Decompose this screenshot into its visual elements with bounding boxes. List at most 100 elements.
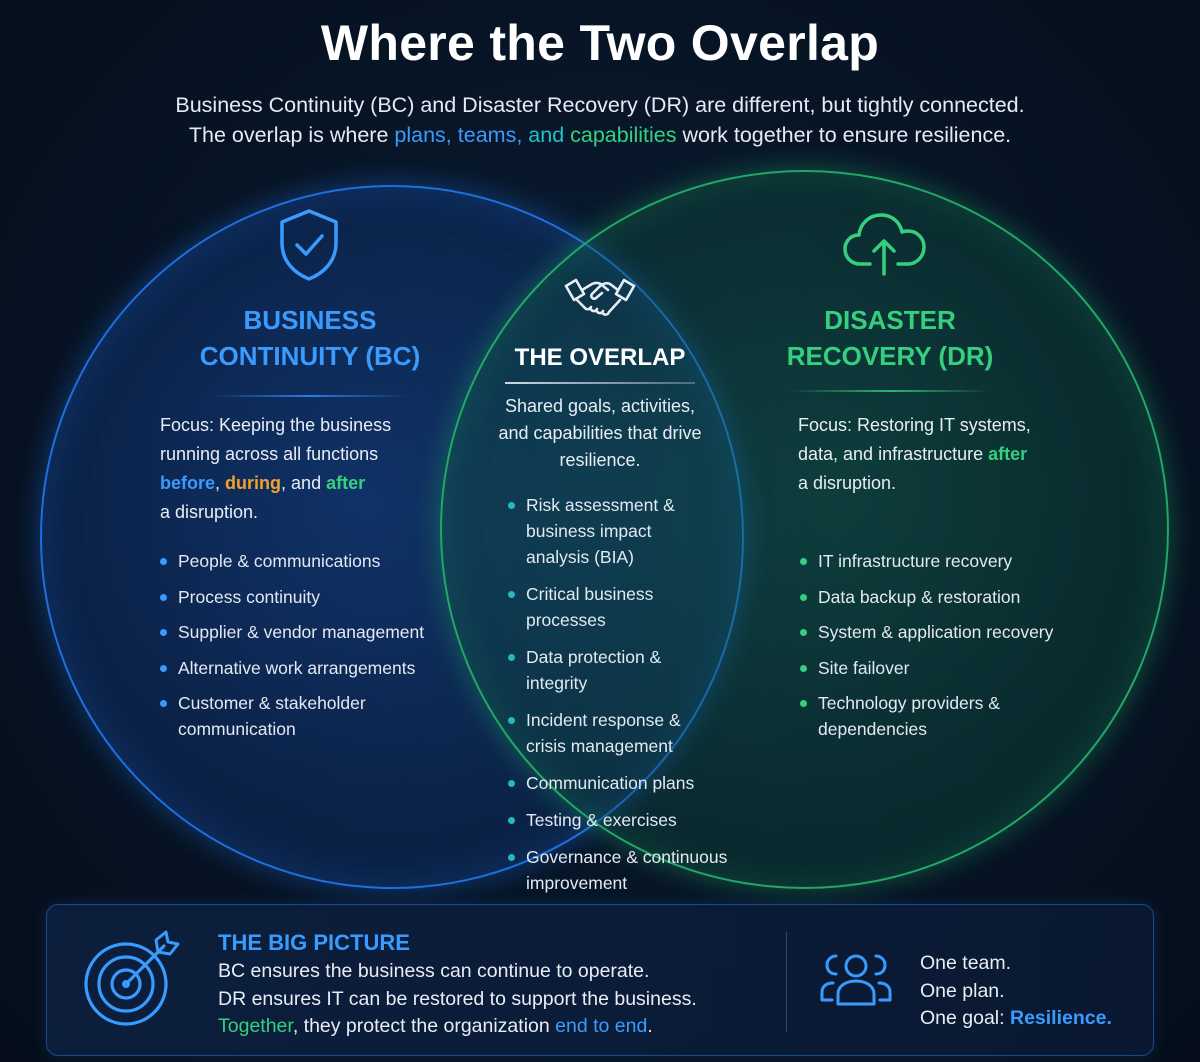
list-item-text: Governance & continuous improvement: [526, 847, 728, 893]
bullet: [508, 780, 515, 787]
bullet: [160, 558, 167, 565]
subtitle-plans: plans,: [394, 123, 452, 147]
list-item-text: Incident response & crisis management: [526, 710, 681, 756]
bullet: [508, 502, 515, 509]
list-item: Technology providers & dependencies: [800, 690, 1018, 742]
list-item: Critical business processes: [508, 581, 686, 633]
bc-heading-line-1: BUSINESS: [243, 305, 377, 335]
dr-focus-line-3: a disruption.: [798, 473, 897, 493]
subtitle-text: The overlap is where: [188, 123, 395, 147]
list-item: Supplier & vendor management: [160, 619, 460, 645]
list-item-text: Risk assessment & business impact analys…: [526, 495, 675, 567]
list-item: Data protection & integrity: [508, 644, 676, 696]
dr-focus-after: after: [988, 444, 1028, 464]
bc-focus-line-1: Focus: Keeping the business: [160, 415, 392, 435]
card-divider: [786, 932, 787, 1032]
bullet: [508, 717, 515, 724]
subtitle-and: and: [528, 123, 565, 147]
bc-focus-line-2: running across all functions: [160, 444, 379, 464]
bullet: [800, 664, 807, 672]
big-picture-line-1: BC ensures the business can continue to …: [218, 960, 650, 982]
list-item-text: Technology providers & dependencies: [818, 693, 1000, 739]
dr-circle: [440, 170, 1169, 889]
bullet: [508, 591, 515, 598]
list-item: Customer & stakeholder communication: [160, 690, 408, 742]
bullet: [800, 558, 807, 565]
team-goal-resilience: Resilience.: [1009, 1007, 1112, 1029]
big-picture-end: end to end: [555, 1015, 648, 1037]
subtitle-capabilities: capabilities: [570, 123, 677, 147]
big-picture-text: BC ensures the business can continue to …: [218, 958, 778, 1041]
bc-focus-during: during: [225, 473, 282, 493]
subtitle-line-1: Business Continuity (BC) and Disaster Re…: [175, 93, 1025, 117]
list-item-text: Testing & exercises: [526, 810, 677, 830]
list-item: Alternative work arrangements: [160, 655, 460, 681]
page-title: Where the Two Overlap: [320, 15, 880, 71]
bc-focus-after: after: [326, 473, 366, 493]
bc-focus-and: , and: [281, 473, 322, 493]
dr-focus: Focus: Restoring IT systems, data, and i…: [798, 411, 1088, 498]
big-picture-title: THE BIG PICTURE: [218, 930, 410, 955]
bc-focus: Focus: Keeping the business running acro…: [160, 411, 450, 527]
list-item-text: Site failover: [818, 657, 910, 678]
list-item: Testing & exercises: [508, 807, 748, 833]
bullet: [508, 817, 515, 824]
bullet: [160, 593, 167, 601]
list-item: Governance & continuous improvement: [508, 844, 751, 896]
dr-focus-prefix: data, and infrastructure: [798, 444, 989, 464]
page-subtitle: Business Continuity (BC) and Disaster Re…: [0, 90, 1200, 150]
overlap-heading: THE OVERLAP: [514, 344, 686, 371]
list-item: Incident response & crisis management: [508, 707, 716, 759]
list-item-text: IT infrastructure recovery: [818, 551, 1013, 571]
team-line-2: One plan.: [920, 979, 1005, 1002]
bc-heading: BUSINESS CONTINUITY (BC): [160, 302, 460, 374]
overlap-divider: [505, 382, 695, 384]
big-picture-middle: , they protect the organization: [292, 1015, 556, 1037]
cloud-upload-icon: [840, 208, 930, 278]
subtitle-teams: teams,: [457, 123, 523, 147]
list-item-text: System & application recovery: [818, 622, 1054, 642]
bc-divider: [210, 395, 410, 397]
big-picture-card: [46, 904, 1154, 1056]
big-picture-period: .: [647, 1015, 653, 1037]
list-item: People & communications: [160, 548, 460, 574]
list-item: Site failover: [800, 655, 1100, 681]
bullet: [160, 700, 167, 707]
list-item: IT infrastructure recovery: [800, 548, 1100, 574]
team-statement: One team. One plan. One goal: Resilience…: [920, 950, 1140, 1033]
list-item-text: Critical business processes: [526, 584, 654, 630]
bullet: [160, 664, 167, 672]
list-item: System & application recovery: [800, 619, 1100, 645]
team-line-1: One team.: [920, 952, 1012, 974]
subtitle-suffix: work together to ensure resilience.: [676, 123, 1012, 147]
dr-list: IT infrastructure recovery Data backup &…: [800, 548, 1100, 752]
big-picture-line-2: DR ensures IT can be restored to support…: [218, 987, 697, 1010]
list-item-text: Process continuity: [178, 586, 321, 607]
overlap-list: Risk assessment & business impact analys…: [508, 492, 748, 907]
bc-focus-comma: ,: [215, 473, 221, 493]
list-item: Communication plans: [508, 770, 748, 796]
overlap-description: Shared goals, activities, and capabiliti…: [498, 396, 702, 470]
bc-focus-line-4: a disruption.: [160, 502, 259, 522]
list-item-text: Supplier & vendor management: [178, 622, 425, 642]
bc-list: People & communications Process continui…: [160, 548, 460, 752]
dr-heading: DISASTER RECOVERY (DR): [740, 302, 1040, 374]
team-goal-prefix: One goal:: [920, 1007, 1010, 1029]
bullet: [800, 700, 807, 707]
bullet: [508, 854, 515, 861]
bc-focus-line-3: before, during, and after: [160, 469, 450, 498]
bullet: [800, 593, 807, 601]
dr-focus-line-1: Focus: Restoring IT systems,: [798, 415, 1031, 435]
dr-focus-line-2: data, and infrastructure after: [798, 440, 1088, 469]
list-item-text: Alternative work arrangements: [178, 657, 416, 678]
team-icon: [816, 950, 896, 1020]
handshake-icon: [562, 272, 638, 328]
subtitle-line-2: The overlap is where plans, teams, and c…: [0, 120, 1200, 150]
list-item-text: People & communications: [178, 551, 381, 571]
shield-check-icon: [276, 207, 342, 283]
team-line-3: One goal: Resilience.: [920, 1005, 1140, 1033]
bc-heading-line-2: CONTINUITY (BC): [199, 341, 421, 371]
list-item: Data backup & restoration: [800, 584, 1100, 610]
list-item-text: Data protection & integrity: [526, 647, 662, 693]
bullet: [160, 629, 167, 636]
